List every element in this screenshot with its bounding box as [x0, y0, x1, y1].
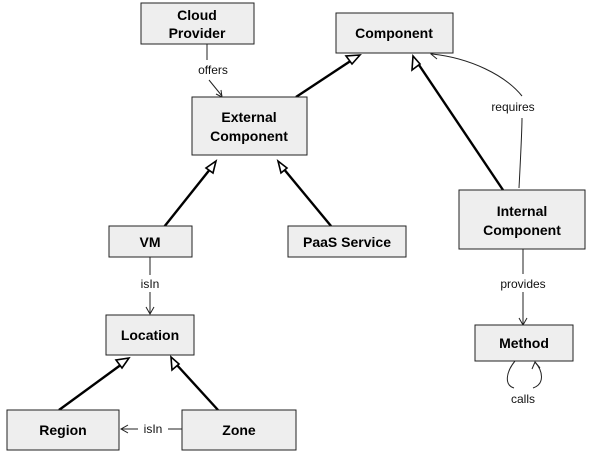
svg-text:Provider: Provider — [169, 25, 226, 41]
edge-label-background — [138, 276, 162, 292]
edge-label-background — [498, 276, 548, 292]
edge-label-background — [196, 62, 230, 78]
svg-text:Cloud: Cloud — [177, 7, 217, 23]
node-location: Location — [105, 314, 195, 356]
edge-internal-component-to-component — [416, 61, 504, 191]
edge-vm-to-external-component — [163, 167, 212, 228]
node-paas-service: PaaS Service — [287, 225, 407, 258]
label-calls: calls — [508, 391, 538, 407]
association-edges — [119, 44, 542, 434]
svg-text:Component: Component — [210, 128, 288, 144]
edge-label-background — [141, 421, 165, 437]
node-region: Region — [6, 409, 120, 451]
node-component: Component — [335, 12, 454, 54]
label-provides: provides — [498, 276, 548, 292]
node-vm: VM — [108, 225, 193, 258]
svg-text:Component: Component — [483, 222, 561, 238]
edge-label-background — [489, 99, 537, 115]
svg-text:isIn: isIn — [144, 422, 163, 436]
edge-region-to-location — [58, 363, 123, 411]
svg-text:Internal: Internal — [497, 203, 548, 219]
svg-text:isIn: isIn — [141, 277, 160, 291]
label-vm-isin: isIn — [138, 276, 162, 292]
node-external-component: External Component — [191, 96, 308, 156]
zone-isin-arrowhead — [119, 424, 129, 434]
label-offers: offers — [196, 62, 230, 78]
label-requires: requires — [489, 99, 537, 115]
svg-text:offers: offers — [198, 63, 228, 77]
inheritance-arrow-location-2 — [170, 355, 181, 372]
svg-text:VM: VM — [140, 234, 161, 250]
svg-text:calls: calls — [511, 392, 535, 406]
inheritance-arrow-component-2 — [411, 54, 422, 72]
edge-paas-to-external-component — [282, 167, 332, 227]
vm-isin-arrowhead — [145, 306, 155, 316]
svg-text:Region: Region — [39, 422, 86, 438]
edge-calls — [506, 360, 542, 389]
inheritance-arrow-component-1 — [344, 54, 362, 66]
svg-text:Component: Component — [355, 25, 433, 41]
edge-requires — [431, 53, 523, 189]
node-method: Method — [474, 324, 574, 362]
svg-text:Zone: Zone — [222, 422, 256, 438]
label-zone-isin: isIn — [141, 421, 165, 437]
offers-arrowhead — [215, 89, 223, 98]
inheritance-arrow-location-1 — [114, 356, 131, 370]
edge-offers — [206, 44, 223, 97]
svg-text:provides: provides — [500, 277, 545, 291]
node-zone: Zone — [181, 409, 297, 451]
svg-text:PaaS Service: PaaS Service — [303, 234, 391, 250]
edge-external-component-to-component — [295, 58, 353, 99]
svg-text:Method: Method — [499, 335, 549, 351]
edge-zone-to-location — [175, 363, 219, 411]
inheritance-edges — [58, 54, 504, 411]
svg-text:requires: requires — [491, 100, 534, 114]
svg-text:Location: Location — [121, 327, 179, 343]
inheritance-arrow-external-2 — [276, 158, 289, 175]
node-internal-component: Internal Component — [458, 189, 586, 250]
node-cloud-provider: Cloud Provider — [140, 2, 255, 45]
svg-text:External: External — [221, 109, 276, 125]
edge-label-background — [508, 391, 538, 407]
inheritance-arrow-external-1 — [204, 159, 218, 175]
calls-arrowhead — [531, 361, 541, 370]
